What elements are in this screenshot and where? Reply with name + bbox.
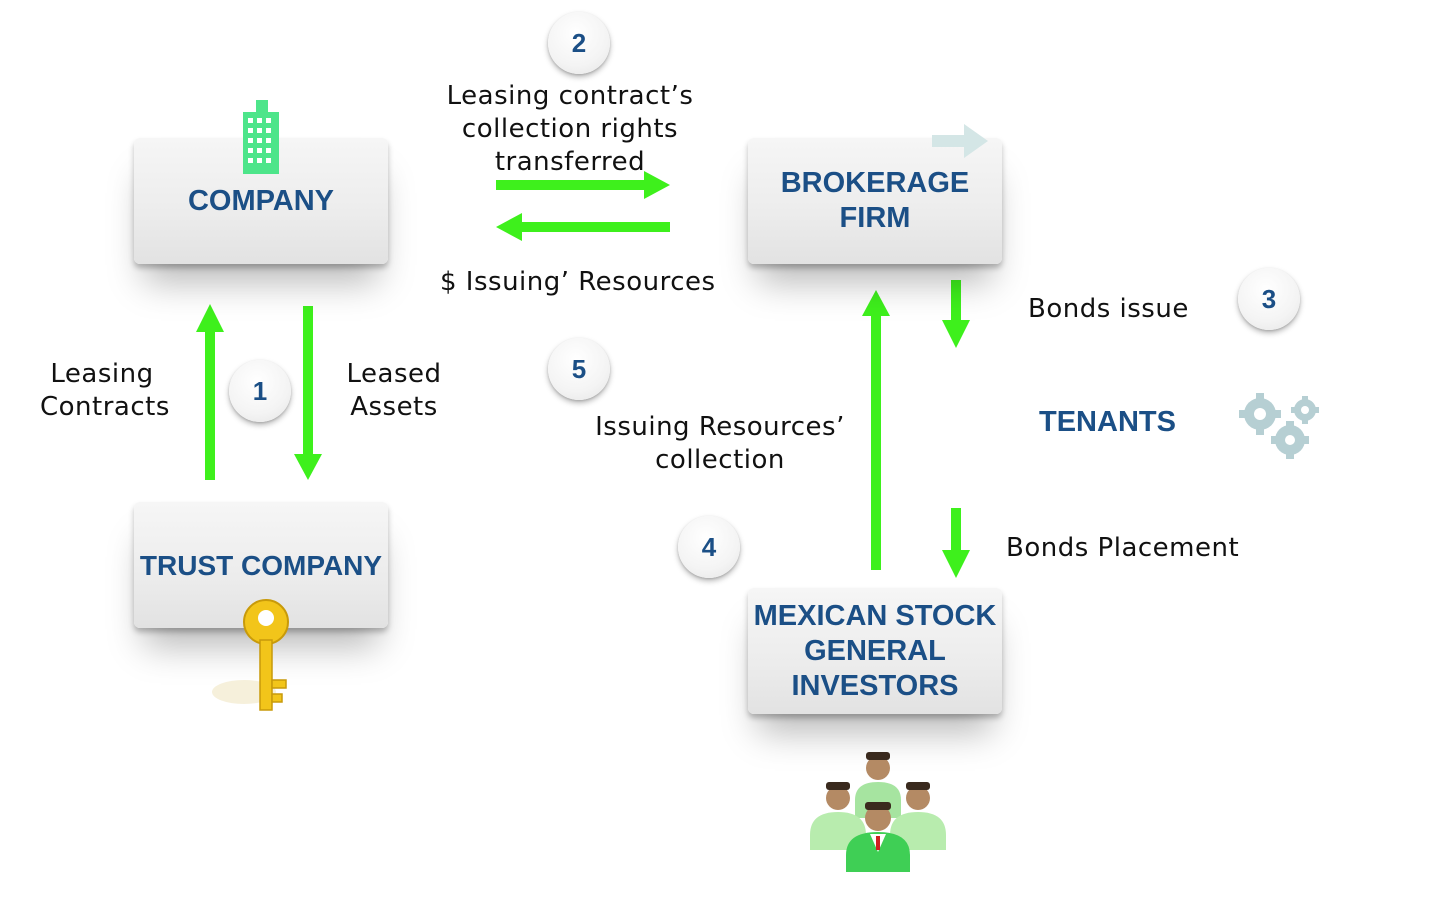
step-5-badge: 5 [548, 338, 610, 400]
arrow-resources-collection-up [862, 290, 890, 570]
resources-collection-label: Issuing Resources’ collection [595, 412, 845, 475]
trust-company-box: TRUST COMPANY [134, 502, 388, 628]
brokerage-firm-label: BROKERAGE FIRM [780, 167, 970, 234]
brokerage-firm-box: BROKERAGE FIRM [748, 138, 1002, 264]
arrow-leasing-contracts-up [196, 304, 224, 480]
step-4-badge: 4 [678, 516, 740, 578]
tenants-label: TENANTS [1039, 406, 1176, 438]
step-1-badge: 1 [229, 360, 291, 422]
leasing-contracts-label: Leasing Contracts [40, 359, 170, 422]
arrow-bonds-placement-down [942, 508, 970, 578]
collection-rights-label: Leasing contract’s collection rights tra… [446, 81, 694, 177]
company-box: COMPANY [134, 138, 388, 264]
arrow-leased-assets-down [294, 306, 322, 480]
step-2-badge: 2 [548, 12, 610, 74]
arrow-collection-rights-right [496, 171, 670, 199]
arrow-issuing-resources-left [496, 213, 670, 241]
step-3-badge: 3 [1238, 268, 1300, 330]
bonds-issue-label: Bonds issue [1028, 294, 1189, 324]
investors-box: MEXICAN STOCK GENERAL INVESTORS [748, 588, 1002, 714]
investors-label: MEXICAN STOCK GENERAL INVESTORS [753, 599, 997, 702]
trust-company-label: TRUST COMPANY [139, 549, 383, 581]
arrow-bonds-issue-down [942, 280, 970, 348]
bonds-placement-label: Bonds Placement [1006, 533, 1240, 563]
leased-assets-label: Leased Assets [346, 359, 442, 422]
company-label: COMPANY [187, 184, 335, 217]
issuing-resources-label: $ Issuing’ Resources [440, 267, 716, 297]
